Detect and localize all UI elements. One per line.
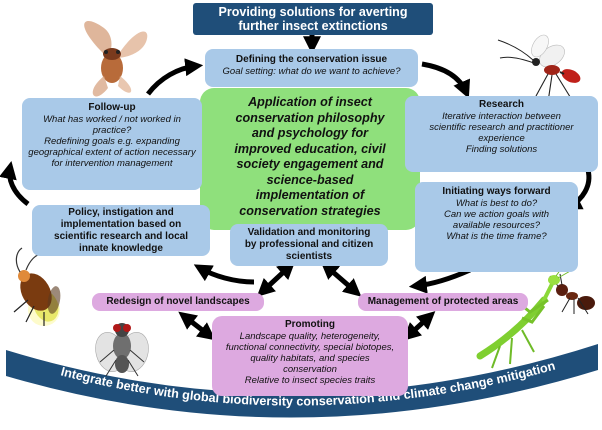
arrow-followup-to-defining [146, 58, 204, 96]
management-title: Management of protected areas [367, 296, 519, 307]
defining-title: Defining the conservation issue [235, 54, 388, 65]
arrow-policy-to-followup [0, 160, 30, 206]
header-line-2: further insect extinctions [238, 19, 388, 33]
arrow-validation-to-policy [193, 264, 255, 285]
defining-box: Defining the conservation issue Goal set… [205, 49, 418, 87]
promoting-title: Promoting [285, 319, 335, 330]
wasp-icon [497, 34, 581, 103]
research-title: Research [478, 99, 525, 110]
redesign-title: Redesign of novel landscapes [106, 296, 250, 307]
mantis-icon [476, 261, 573, 369]
arrow-validation-management [320, 261, 362, 297]
arrow-management-promoting [402, 311, 436, 341]
followup-box: Follow-up What has worked / not worked i… [22, 98, 202, 190]
arrow-redesign-promoting [178, 311, 216, 341]
fly-icon [95, 323, 149, 377]
policy-box: Policy, instigation and implementation b… [32, 205, 210, 256]
promoting-text-2: Relative to insect species traits [244, 375, 376, 386]
firefly-icon [13, 247, 61, 326]
arrow-defining-to-research [421, 61, 471, 99]
defining-text: Goal setting: what do we want to achieve… [222, 66, 401, 77]
promoting-box: Promoting Landscape quality, heterogenei… [212, 316, 408, 396]
research-text-2: Finding solutions [465, 144, 538, 155]
initiating-title: Initiating ways forward [442, 186, 551, 197]
header-line-1: Providing solutions for averting [218, 5, 408, 19]
center-box: Application of insect conservation philo… [200, 88, 420, 230]
cicada-icon [84, 20, 148, 97]
arrow-validation-redesign [256, 261, 296, 297]
research-box: Research Iterative interaction between s… [405, 96, 598, 172]
header-banner: Providing solutions for averting further… [193, 3, 433, 35]
initiating-box: Initiating ways forward What is best to … [415, 182, 578, 272]
followup-title: Follow-up [88, 102, 136, 113]
arrow-initiating-to-management [408, 267, 472, 294]
banner-band [6, 344, 598, 418]
ant-icon [549, 273, 595, 315]
center-text: Application of insect conservation philo… [234, 95, 386, 218]
management-box: Management of protected areas [358, 293, 528, 311]
validation-box: Validation and monitoring by professiona… [230, 224, 388, 266]
redesign-box: Redesign of novel landscapes [92, 293, 264, 311]
